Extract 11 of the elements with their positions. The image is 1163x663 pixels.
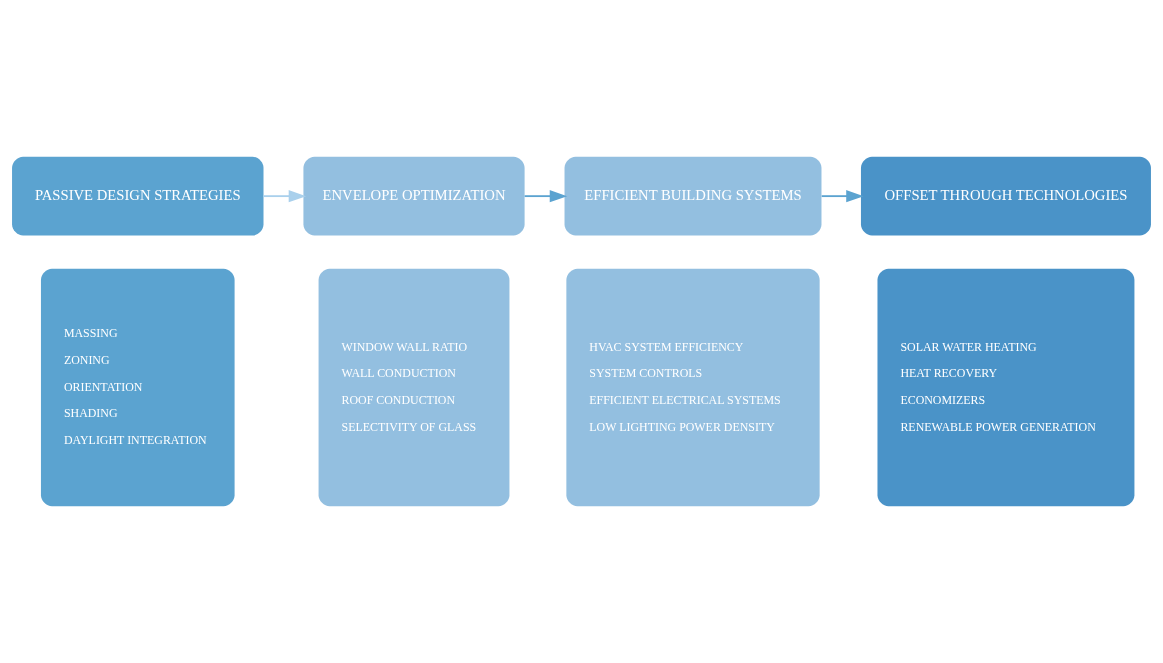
arrow — [262, 190, 307, 203]
node-box: SOLAR WATER HEATING HEAT RECOVERY ECONOMIZERS RENEWABLE POWER GENERATION — [877, 268, 1135, 507]
arrow — [820, 190, 864, 203]
node-box: PASSIVE DESIGN STRATEGIES — [12, 156, 264, 236]
node-box: WINDOW WALL RATIO WALL CONDUCTION ROOF CONDUCTION SELECTIVITY OF GLASS — [318, 268, 510, 507]
node-box: HVAC SYSTEM EFFICIENCY SYSTEM CONTROLS EFFICIENT ELECTRICAL SYSTEMS LOW LIGHTING POWER DENSITY — [566, 268, 820, 507]
node-box: OFFSET THROUGH TECHNOLOGIES — [860, 156, 1151, 236]
arrow — [523, 190, 568, 203]
node-box: EFFICIENT BUILDING SYSTEMS — [564, 156, 822, 236]
node-box: MASSING ZONING ORIENTATION SHADING DAYLIGHT INTEGRATION — [40, 268, 235, 507]
node-box: ENVELOPE OPTIMIZATION — [303, 156, 525, 236]
